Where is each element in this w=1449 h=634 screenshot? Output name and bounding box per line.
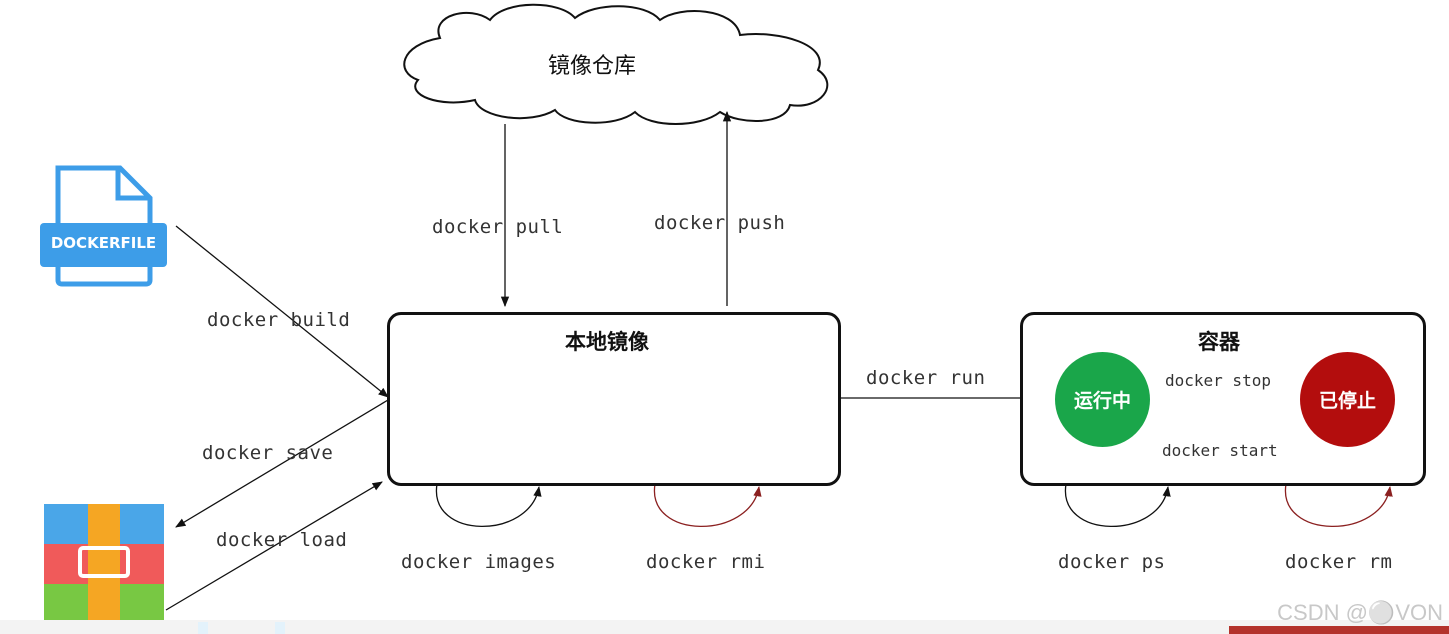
running-label: 运行中	[1073, 390, 1131, 412]
cloud-icon	[403, 3, 829, 125]
load-arrow	[165, 481, 383, 611]
cmd-images: docker images	[401, 551, 557, 573]
registry-label: 镜像仓库	[548, 54, 637, 79]
containers-label: 容器	[1198, 330, 1240, 354]
cmd-load: docker load	[216, 529, 348, 551]
dockerfile-icon	[40, 165, 167, 287]
stopped-state: 已停止	[1300, 352, 1395, 447]
stopped-label: 已停止	[1318, 390, 1376, 412]
cmd-rmi: docker rmi	[646, 551, 766, 573]
cmd-push: docker push	[654, 212, 786, 234]
bottom-strip	[198, 622, 208, 634]
bottom-red-bar	[1229, 626, 1449, 634]
rmi-loop	[653, 483, 762, 527]
cmd-run: docker run	[866, 367, 986, 389]
local-images-label: 本地镜像	[565, 330, 649, 354]
archive-icon	[44, 504, 164, 622]
images-loop	[435, 483, 542, 527]
cmd-stop: docker stop	[1165, 371, 1271, 390]
running-state: 运行中	[1055, 352, 1150, 447]
build-arrow	[175, 225, 389, 398]
cmd-pull: docker pull	[432, 216, 564, 238]
dockerfile-label: DOCKERFILE	[50, 234, 157, 252]
cmd-ps: docker ps	[1058, 551, 1166, 573]
bottom-strip	[275, 622, 285, 634]
cmd-start: docker start	[1162, 441, 1278, 460]
cmd-rm: docker rm	[1285, 551, 1393, 573]
bottom-bar	[0, 620, 1449, 634]
local-images-box	[387, 312, 841, 486]
save-arrow	[175, 399, 389, 528]
cmd-save: docker save	[202, 442, 334, 464]
ps-loop	[1064, 483, 1171, 527]
rm-loop	[1285, 483, 1393, 527]
cmd-build: docker build	[207, 309, 351, 331]
watermark: CSDN @⚪VON	[1277, 600, 1443, 625]
